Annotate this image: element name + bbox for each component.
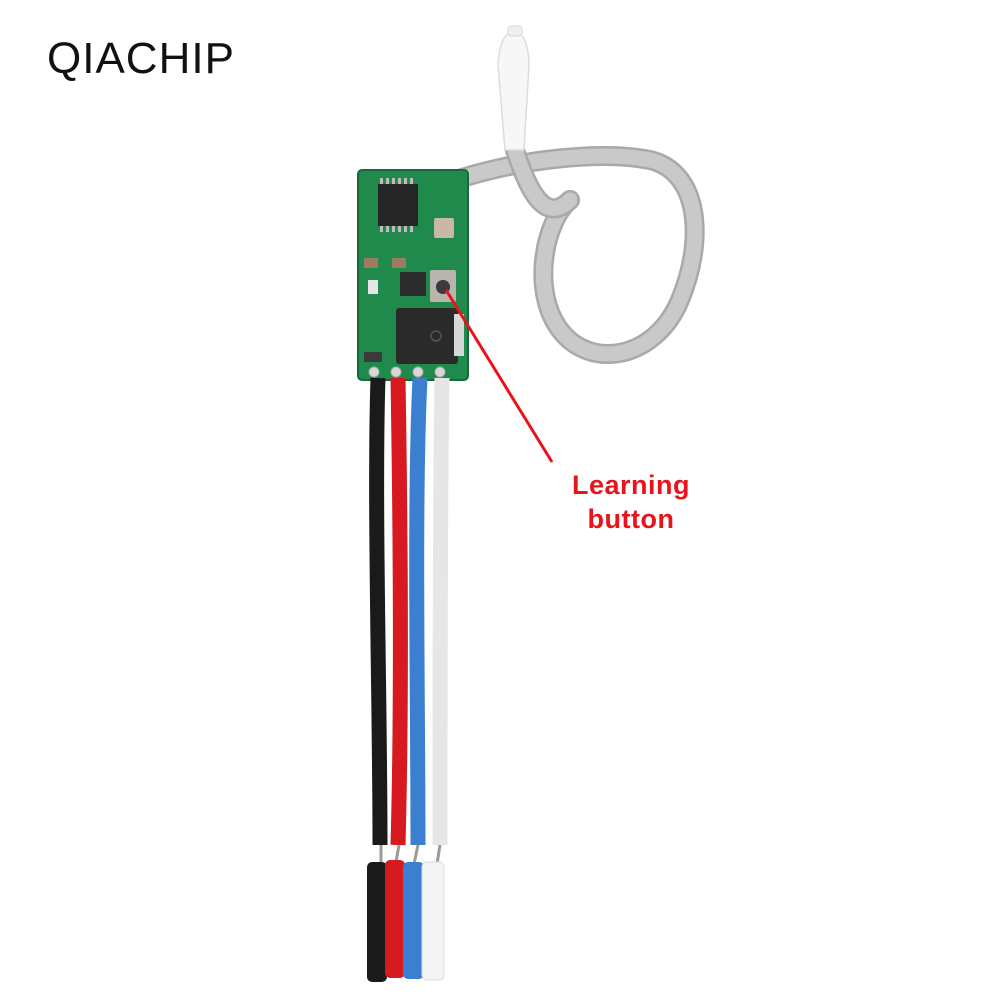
wire-black xyxy=(369,377,388,846)
wire-conductors xyxy=(379,844,442,865)
wire-blue xyxy=(409,377,428,846)
brand-logo-text: QIACHIP xyxy=(47,34,235,83)
callout-line-2: button xyxy=(587,504,675,534)
wire-red xyxy=(390,377,408,846)
solder-pads xyxy=(368,366,446,378)
antenna-wire xyxy=(452,140,705,364)
antenna-tip xyxy=(497,25,530,151)
wire-sleeves xyxy=(367,860,445,982)
lead-wires xyxy=(369,377,450,846)
callout-line-1: Learning xyxy=(571,470,690,500)
callout-pointer-line xyxy=(444,289,554,463)
pcb-board xyxy=(357,169,469,381)
wire-white xyxy=(432,377,450,846)
learning-button-callout: Learning button xyxy=(556,468,706,536)
